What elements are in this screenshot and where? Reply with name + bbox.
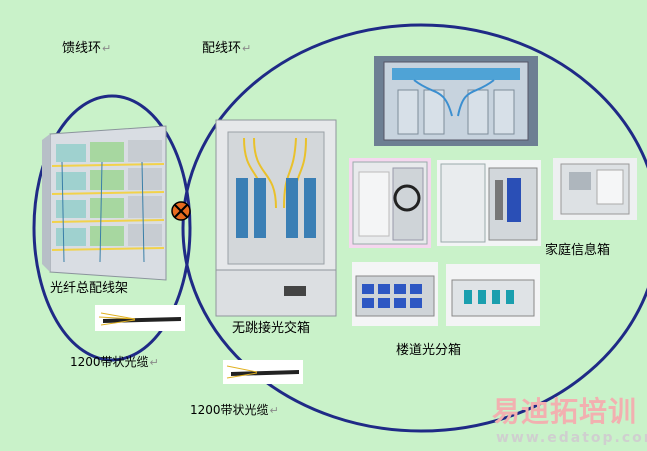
- ribbon-cable-photo-2: [223, 360, 303, 384]
- wall-box-photo-1: [349, 158, 431, 248]
- return-mark: ↵: [102, 42, 112, 55]
- cross-box-photo: [214, 118, 338, 318]
- watermark-brand: 易迪拓培训: [492, 395, 638, 428]
- odf-label: 光纤总配线架: [50, 281, 129, 296]
- splitter-box-label: 楼道光分箱: [396, 343, 462, 358]
- wall-box-photo-2: [437, 160, 541, 246]
- distribution-ring: [181, 23, 647, 433]
- distribution-panel-photo: [374, 56, 538, 146]
- home-box-label: 家庭信息箱: [545, 243, 611, 258]
- feeder-ring: [32, 94, 192, 362]
- return-mark: ↵: [242, 42, 252, 55]
- distribution-ring-label: 配线环↵: [202, 41, 252, 56]
- odf-rack-photo: [42, 122, 168, 282]
- splitter-photo-1: [352, 262, 438, 326]
- cable-label-2: 1200带状光缆↵: [190, 403, 279, 417]
- watermark-url: www.edatop.com: [496, 430, 647, 446]
- return-mark: ↵: [269, 404, 279, 417]
- cross-box-label: 无跳接光交箱: [232, 321, 311, 336]
- cable-label-1: 1200带状光缆↵: [70, 355, 159, 369]
- ribbon-cable-photo-1: [95, 305, 185, 331]
- home-box-photo: [553, 158, 637, 220]
- return-mark: ↵: [149, 356, 159, 369]
- feeder-ring-label: 馈线环↵: [62, 41, 112, 56]
- junction-cross-icon: [171, 201, 191, 221]
- splitter-photo-2: [446, 264, 540, 326]
